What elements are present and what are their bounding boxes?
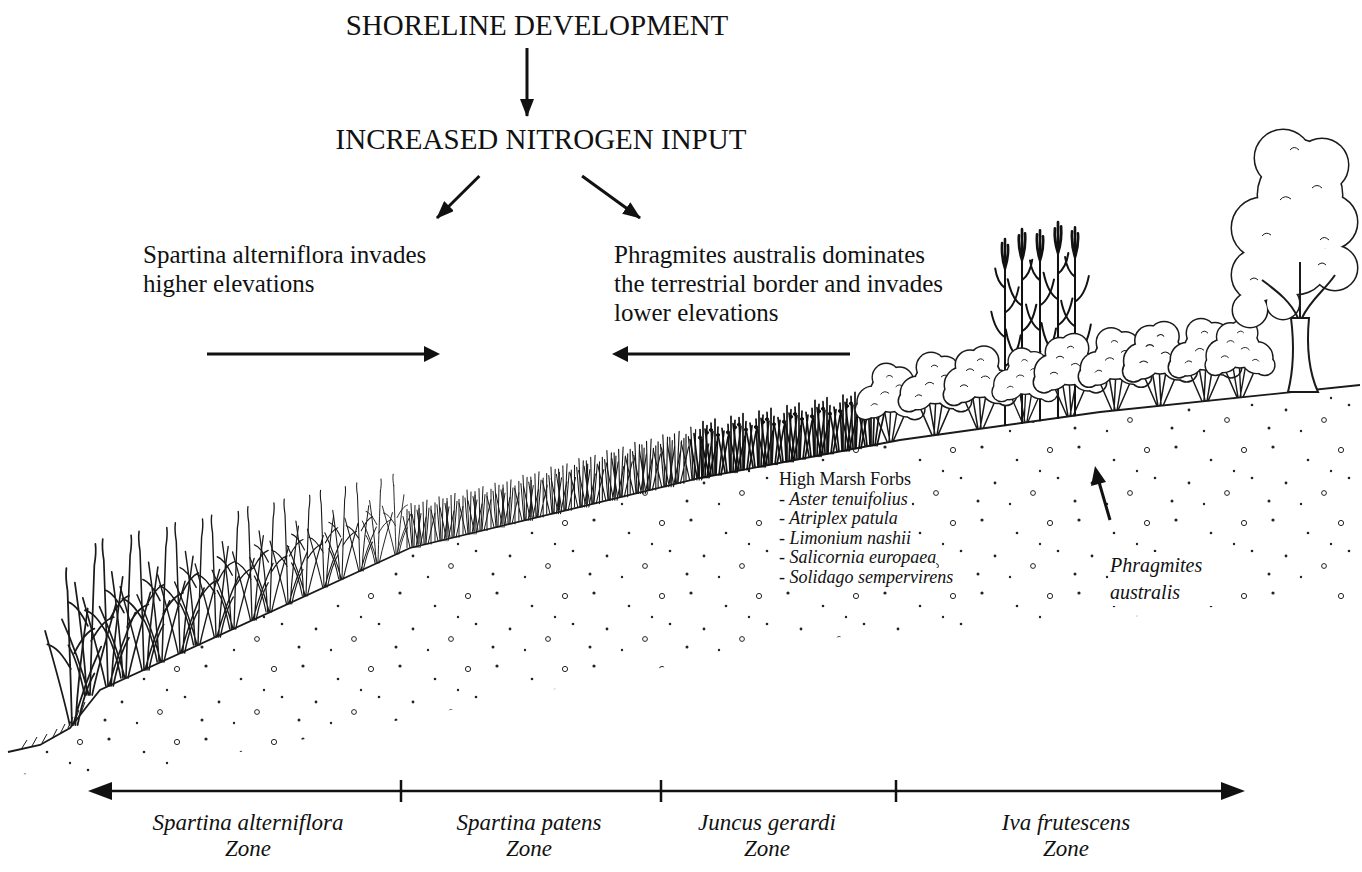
invasion-arrows — [207, 346, 850, 362]
node-text: SHORELINE DEVELOPMENT — [346, 8, 729, 42]
zone-label: Juncus gerardi Zone — [687, 810, 847, 862]
forb-name: - Solidago sempervirens — [779, 568, 953, 588]
iva-shrubs — [856, 319, 1274, 442]
spartina-alterniflora — [45, 474, 411, 725]
node-text: INCREASED NITROGEN INPUT — [336, 122, 747, 156]
callout-arrow — [1091, 466, 1110, 520]
flow-arrow — [525, 48, 528, 116]
zone-label: Spartina alterniflora Zone — [141, 810, 356, 862]
flow-text-node: INCREASED NITROGEN INPUT — [336, 122, 747, 156]
phragmites-reeds — [987, 222, 1090, 425]
forb-name: - Atriplex patula — [779, 509, 898, 529]
callout-label: Phragmites australis — [1110, 552, 1230, 606]
ground-surface — [8, 385, 1360, 752]
forb-name: - Limonium nashii — [779, 529, 911, 549]
flow-text-node: Spartina alterniflora invades higher ele… — [143, 240, 443, 298]
zone-label: Spartina patens Zone — [447, 810, 612, 862]
flow-text-node: Phragmites australis dominates the terre… — [614, 240, 952, 327]
flow-text-node: SHORELINE DEVELOPMENT — [346, 8, 729, 42]
flow-arrow — [582, 176, 640, 218]
node-text: Phragmites australis dominates the terre… — [614, 240, 952, 327]
zone-axis — [88, 780, 1245, 802]
forb-name: - Aster tenuifolius — [779, 490, 908, 510]
zone-label: Iva frutescens Zone — [991, 810, 1141, 862]
juncus-gerardi — [690, 390, 885, 478]
soil — [0, 385, 1362, 775]
forb-heading: High Marsh Forbs — [779, 470, 911, 490]
tree — [1232, 130, 1357, 392]
spartina-patens — [403, 427, 709, 547]
node-text: Spartina alterniflora invades higher ele… — [143, 240, 443, 298]
flow-arrow — [437, 176, 479, 218]
forb-name: - Salicornia europaea — [779, 548, 936, 568]
